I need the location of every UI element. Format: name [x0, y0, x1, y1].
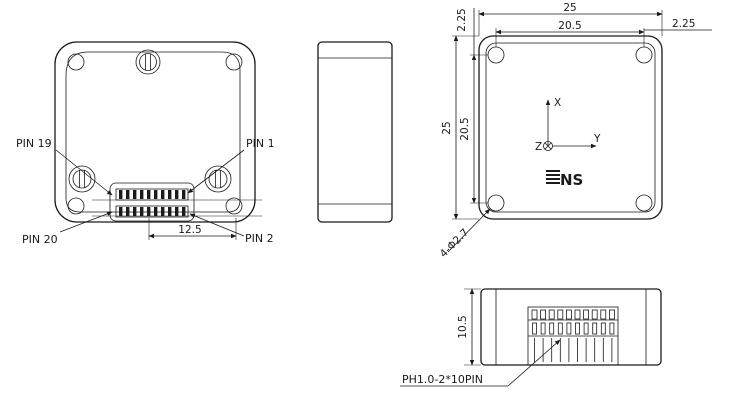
hole-top-left: [67, 53, 85, 71]
connector-pin: [119, 190, 123, 199]
connector-side-view: 10.5 PH1.0-2*10PIN: [400, 288, 662, 387]
axis-z-label: Z: [535, 141, 542, 153]
connector-pin: [140, 207, 144, 216]
screw-right: [204, 165, 232, 193]
connector-pin: [549, 322, 555, 335]
connector-label: PH1.0-2*10PIN: [402, 373, 483, 386]
connector-slot: [609, 309, 615, 320]
connector-pin: [600, 322, 606, 335]
label-pin2: PIN 2: [245, 232, 274, 245]
connector-pin: [575, 322, 580, 335]
connector-pin: [154, 190, 158, 199]
axis-y-label: Y: [593, 133, 601, 145]
dim-pin-span: 12.5: [178, 224, 201, 236]
connector-pin: [182, 190, 186, 199]
dim-width-total: 25: [563, 2, 576, 14]
dim-height-total: 25: [441, 121, 453, 134]
hole-bottom-right: [225, 197, 243, 215]
top-view: 25 20.5 2.25 25 20.5 2.25 4-Φ2.7 X Y Z: [438, 2, 712, 260]
dim-side-height: 10.5: [457, 315, 469, 338]
hole-spec: 4-Φ2.7: [438, 227, 472, 261]
connector-pin: [147, 190, 151, 199]
connector-slot: [600, 309, 607, 320]
connector-slot: [574, 309, 581, 320]
hole-top-left: [487, 46, 505, 64]
logo-text: NS: [560, 171, 583, 189]
dim-edge-right: 2.25: [672, 18, 695, 30]
dim-height-holes: 20.5: [459, 117, 471, 140]
connector-pin: [119, 207, 123, 216]
connector-pin: [154, 207, 158, 216]
bottom-view: 12.5 PIN 19 PIN 1 PIN 20 PIN 2: [16, 41, 275, 246]
connector-pin: [175, 207, 179, 216]
connector-slot: [548, 309, 555, 320]
axis-indicator: X Y Z: [535, 97, 601, 153]
screw-left: [68, 165, 96, 193]
connector-pin: [140, 190, 144, 199]
connector-pin: [161, 207, 165, 216]
hole-top-right: [225, 53, 243, 71]
connector-pin: [583, 322, 589, 335]
connector-pin: [161, 190, 165, 199]
connector-slot: [566, 309, 572, 320]
label-pin1: PIN 1: [246, 137, 275, 150]
screw-top: [135, 49, 161, 75]
connector-bottom: [109, 182, 195, 222]
connector-slot: [531, 309, 538, 320]
label-pin19: PIN 19: [16, 137, 52, 150]
bottom-inner-outline: [65, 51, 241, 213]
label-pin20: PIN 20: [22, 233, 58, 246]
brand-logo: NS: [546, 170, 583, 189]
connector-pin: [532, 322, 537, 335]
connector-pin: [168, 190, 172, 199]
hole-bottom-right: [635, 194, 653, 212]
hole-top-right: [635, 46, 653, 64]
side-view: [317, 41, 393, 223]
connector-pin: [126, 190, 130, 199]
connector-pin: [147, 207, 151, 216]
connector-pin: [540, 322, 546, 335]
connector-pin: [182, 207, 186, 216]
connector-slot: [540, 309, 546, 320]
connector-pin: [175, 190, 179, 199]
top-outer-outline: [478, 35, 663, 220]
connector-pin: [592, 322, 598, 335]
connector-pin: [133, 207, 137, 216]
dim-edge-top: 2.25: [456, 8, 468, 31]
axis-x-label: X: [554, 97, 561, 109]
connector-slot: [591, 309, 598, 320]
connector-pin: [566, 322, 572, 335]
hole-bottom-left: [67, 197, 85, 215]
hole-bottom-left: [487, 194, 505, 212]
connector-pin: [133, 190, 137, 199]
top-inner-outline: [485, 42, 656, 213]
connector-slot: [583, 309, 589, 320]
connector-pin: [609, 322, 615, 335]
connector-pin: [126, 207, 130, 216]
dim-width-holes: 20.5: [558, 20, 581, 32]
connector-pin: [557, 322, 563, 335]
bottom-outer-outline: [54, 41, 256, 223]
connector-slot: [557, 309, 564, 320]
connector-pin: [168, 207, 172, 216]
